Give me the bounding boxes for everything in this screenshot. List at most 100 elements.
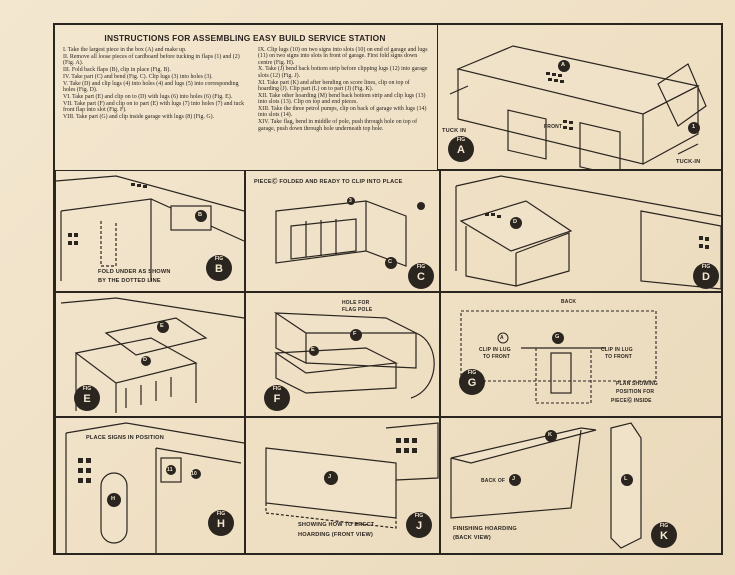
figure-g-drawing	[460, 310, 657, 404]
fig-letter: D	[702, 271, 710, 283]
step-1: I. Take the largest piece in the box (A)…	[63, 47, 187, 53]
fig-word: FIG	[214, 256, 224, 262]
figure-f-drawing	[273, 312, 435, 399]
fig-h-part-10: 10	[191, 471, 197, 477]
fig-letter: A	[457, 144, 465, 156]
fig-g-back-label: BACK	[561, 299, 577, 305]
step-11: XI. Take part (K) and after bending on s…	[258, 79, 410, 92]
fig-c-heading: PIECEⒸ FOLDED AND READY TO CLIP INTO PLA…	[254, 179, 403, 185]
fig-b-part-label: B	[198, 212, 203, 218]
fig-letter: K	[660, 530, 668, 542]
fig-word: FIG	[82, 386, 92, 392]
instructions-block: INSTRUCTIONS FOR ASSEMBLING EASY BUILD S…	[55, 25, 435, 170]
fig-word: FIG	[216, 511, 226, 517]
step-2: II. Remove all loose pieces of cardboard…	[63, 53, 240, 67]
figure-j-panel: J SHOWING HOW TO ERECT HOARDING (FRONT V…	[245, 417, 440, 555]
fig-word: FIG	[416, 264, 426, 270]
fig-g-clip-right2: TO FRONT	[605, 354, 633, 360]
fig-h-part-h: H	[111, 496, 116, 502]
figure-j-drawing	[265, 422, 439, 529]
fig-f-part-f: F	[353, 331, 357, 337]
figure-h-drawing	[65, 422, 244, 553]
fig-d-part-label: D	[513, 219, 518, 225]
figure-k-drawing	[450, 422, 642, 549]
figure-e-drawing	[60, 297, 244, 413]
fig-h-heading: PLACE SIGNS IN POSITION	[86, 435, 164, 441]
step-9: IX. Clip lugs (10) on two signs into slo…	[258, 47, 428, 66]
fig-k-note-line2: (BACK VIEW)	[453, 535, 491, 541]
fig-a-front-label: FRONT	[544, 124, 563, 130]
step-10: X. Take (J) bend back bottom strip befor…	[258, 66, 428, 79]
fig-k-back-of: BACK OF	[481, 478, 506, 484]
fig-k-part-l: L	[624, 476, 628, 482]
fig-letter: C	[417, 271, 425, 283]
fig-a-lug-label: 1	[692, 124, 696, 130]
figure-g-panel: BACK A G CLIP IN LUG TO FRONT CLIP IN LU…	[440, 292, 723, 417]
step-14: XIV. Take flag, bend in middle of pole, …	[258, 119, 418, 132]
fig-word: FIG	[272, 386, 282, 392]
fig-g-plan-line2: POSITION FOR	[616, 389, 655, 395]
step-6: VI. Take part (E) and clip on to (D) wit…	[63, 94, 233, 101]
step-4: IV. Take part (C) and bend (Fig. C). Cli…	[63, 73, 213, 80]
fig-k-part-j: J	[512, 476, 516, 482]
figure-k-panel: K BACK OF J L FINISHING HOARDING (BACK V…	[440, 417, 723, 555]
fig-g-plan-line1: PLAN SHOWING	[616, 381, 658, 387]
fig-g-plan-line3: PIECEⒼ INSIDE	[611, 398, 652, 404]
fig-j-part-label: J	[328, 474, 332, 480]
fig-a-tuck-in-right: TUCK-IN	[676, 159, 701, 165]
figure-c-drawing	[275, 197, 425, 269]
fig-g-part-g: G	[555, 334, 560, 340]
fig-a-part-label: A	[561, 62, 566, 68]
instructions-right-column: IX. Clip lugs (10) on two signs into slo…	[258, 47, 430, 132]
fig-f-note-line2: FLAG POLE	[342, 307, 373, 313]
fig-k-note-line1: FINISHING HOARDING	[453, 526, 517, 532]
figure-d-drawing	[455, 175, 722, 290]
instructions-left-column: I. Take the largest piece in the box (A)…	[63, 47, 248, 121]
fig-word: FIG	[467, 370, 477, 376]
fig-letter: E	[83, 393, 91, 405]
fig-g-clip-left2: TO FRONT	[483, 354, 511, 360]
fig-f-note-line1: HOLE FOR	[342, 300, 370, 306]
figure-b-panel: B FOLD UNDER AS SHOWN BY THE DOTTED LINE…	[55, 170, 245, 292]
fig-word: FIG	[659, 523, 669, 529]
fig-word: FIG	[701, 264, 711, 270]
fig-b-note-line2: BY THE DOTTED LINE	[98, 278, 161, 284]
fig-g-clip-left: CLIP IN LUG	[479, 347, 511, 353]
fig-e-part-bottom: D	[143, 357, 148, 363]
fig-g-clip-right: CLIP IN LUG	[601, 347, 633, 353]
fig-c-lug-label: 3	[349, 198, 352, 204]
fig-f-part-e: E	[311, 347, 315, 353]
fig-word: FIG	[414, 513, 424, 519]
fig-g-part-a: A	[500, 335, 504, 341]
fig-a-tuck-in-left: TUCK IN	[442, 128, 467, 134]
step-8: VIII. Take part (G) and clip inside gara…	[63, 114, 215, 121]
instructions-title: INSTRUCTIONS FOR ASSEMBLING EASY BUILD S…	[104, 33, 386, 43]
fig-letter: H	[217, 518, 225, 530]
step-13: XIII. Take the three petrol pumps, clip …	[258, 106, 427, 119]
fig-letter: F	[273, 393, 281, 405]
figure-b-drawing	[56, 175, 244, 281]
fig-letter: B	[215, 263, 223, 275]
fig-letter: G	[467, 377, 477, 389]
step-12: XII. Take other hoarding (M) bend back b…	[258, 92, 426, 106]
fig-j-note-line2: HOARDING (FRONT VIEW)	[298, 532, 374, 538]
step-5: V. Take (D) and clip lugs (4) into holes…	[63, 80, 239, 94]
step-3: III. Fold back flaps (B), clip in place …	[63, 67, 171, 74]
fig-word: FIG	[456, 137, 466, 143]
figure-c-panel: PIECEⒸ FOLDED AND READY TO CLIP INTO PLA…	[245, 170, 440, 292]
